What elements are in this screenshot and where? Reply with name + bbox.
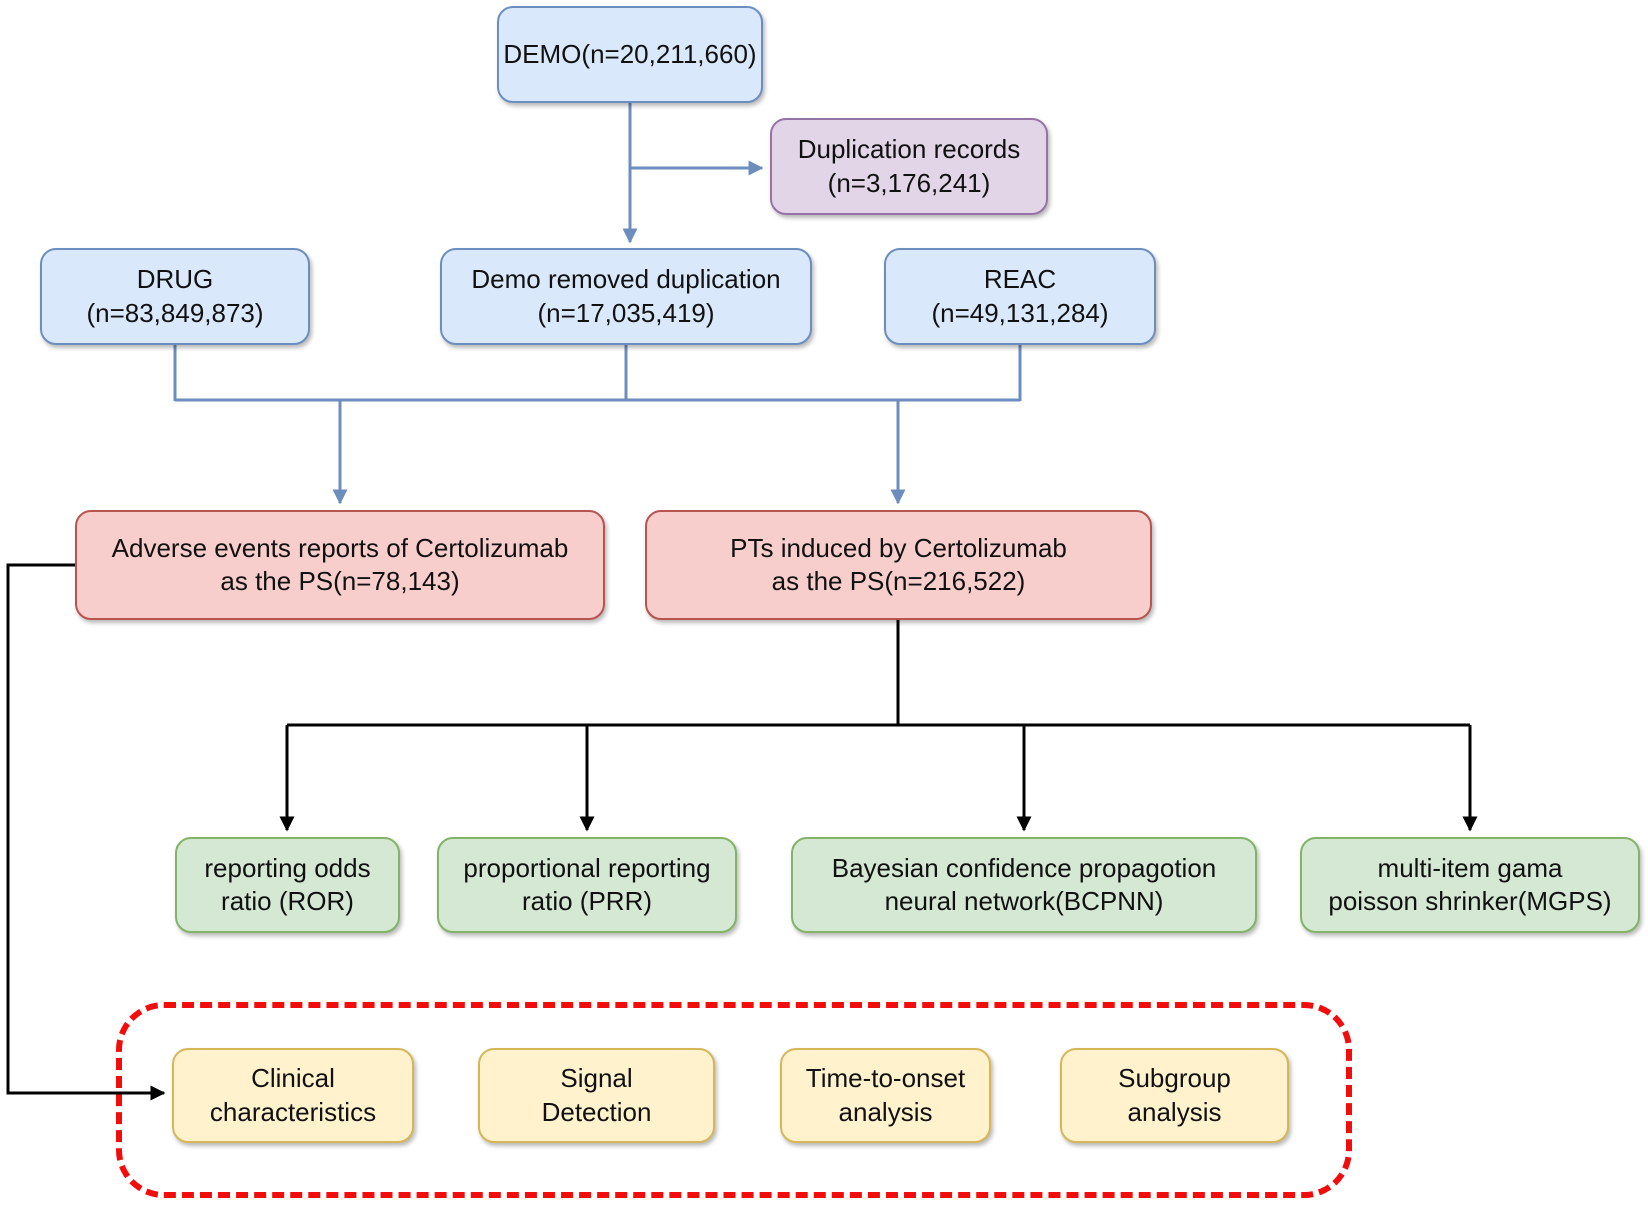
node-duplication-records: Duplication records (n=3,176,241) — [770, 118, 1048, 215]
node-clinical-characteristics-label1: Clinical — [251, 1063, 335, 1094]
connector-ae-reports-to-clinical — [6, 563, 166, 1101]
node-ror: reporting odds ratio (ROR) — [175, 837, 400, 933]
node-drug-label: DRUG — [136, 264, 214, 295]
node-demo: DEMO(n=20,211,660) — [497, 6, 763, 103]
node-subgroup-analysis-label1: Subgroup — [1118, 1063, 1231, 1094]
node-bcpnn-label: Bayesian confidence propagotion — [831, 852, 1217, 883]
node-mgps: multi-item gama poisson shrinker(MGPS) — [1300, 837, 1640, 933]
node-clinical-characteristics-label2: characteristics — [209, 1096, 377, 1127]
node-clinical-characteristics: Clinical characteristics — [172, 1048, 414, 1143]
node-demo-label: DEMO(n=20,211,660) — [503, 38, 757, 69]
node-prr-label: proportional reporting — [463, 852, 711, 883]
node-signal-detection: Signal Detection — [478, 1048, 715, 1143]
node-drug: DRUG (n=83,849,873) — [40, 248, 310, 345]
node-demo-removed-duplication-count: (n=17,035,419) — [537, 297, 715, 328]
node-signal-detection-label2: Detection — [541, 1096, 652, 1127]
dashed-outline-analysis-group — [116, 1002, 1352, 1198]
node-prr: proportional reporting ratio (PRR) — [437, 837, 737, 933]
node-reac-count: (n=49,131,284) — [931, 297, 1109, 328]
node-drug-count: (n=83,849,873) — [86, 297, 264, 328]
node-duplication-records-count: (n=3,176,241) — [827, 167, 991, 198]
node-time-to-onset-analysis-label1: Time-to-onset — [805, 1063, 966, 1094]
node-subgroup-analysis: Subgroup analysis — [1060, 1048, 1289, 1143]
node-ror-label: reporting odds — [204, 852, 371, 883]
node-mgps-abbrev: poisson shrinker(MGPS) — [1328, 886, 1612, 916]
node-reac: REAC (n=49,131,284) — [884, 248, 1156, 345]
node-pts-induced-label: PTs induced by Certolizumab — [730, 532, 1067, 563]
node-ror-abbrev: ratio (ROR) — [221, 886, 354, 916]
node-time-to-onset-analysis: Time-to-onset analysis — [780, 1048, 991, 1143]
node-pts-induced: PTs induced by Certolizumab as the PS(n=… — [645, 510, 1152, 620]
node-demo-removed-duplication-label: Demo removed duplication — [471, 264, 781, 295]
node-reac-label: REAC — [983, 264, 1057, 295]
node-demo-removed-duplication: Demo removed duplication (n=17,035,419) — [440, 248, 812, 345]
node-pts-induced-count: as the PS(n=216,522) — [771, 566, 1026, 596]
node-adverse-events-reports-label: Adverse events reports of Certolizumab — [111, 532, 569, 563]
node-signal-detection-label1: Signal — [560, 1063, 633, 1094]
node-subgroup-analysis-label2: analysis — [1127, 1096, 1222, 1127]
node-prr-abbrev: ratio (PRR) — [521, 886, 652, 916]
node-time-to-onset-analysis-label2: analysis — [838, 1096, 933, 1127]
node-mgps-label: multi-item gama — [1377, 852, 1563, 883]
node-adverse-events-reports-count: as the PS(n=78,143) — [220, 566, 460, 596]
node-adverse-events-reports: Adverse events reports of Certolizumab a… — [75, 510, 605, 620]
node-bcpnn-abbrev: neural network(BCPNN) — [884, 886, 1164, 916]
node-duplication-records-label: Duplication records — [797, 134, 1021, 165]
node-bcpnn: Bayesian confidence propagotion neural n… — [791, 837, 1257, 933]
